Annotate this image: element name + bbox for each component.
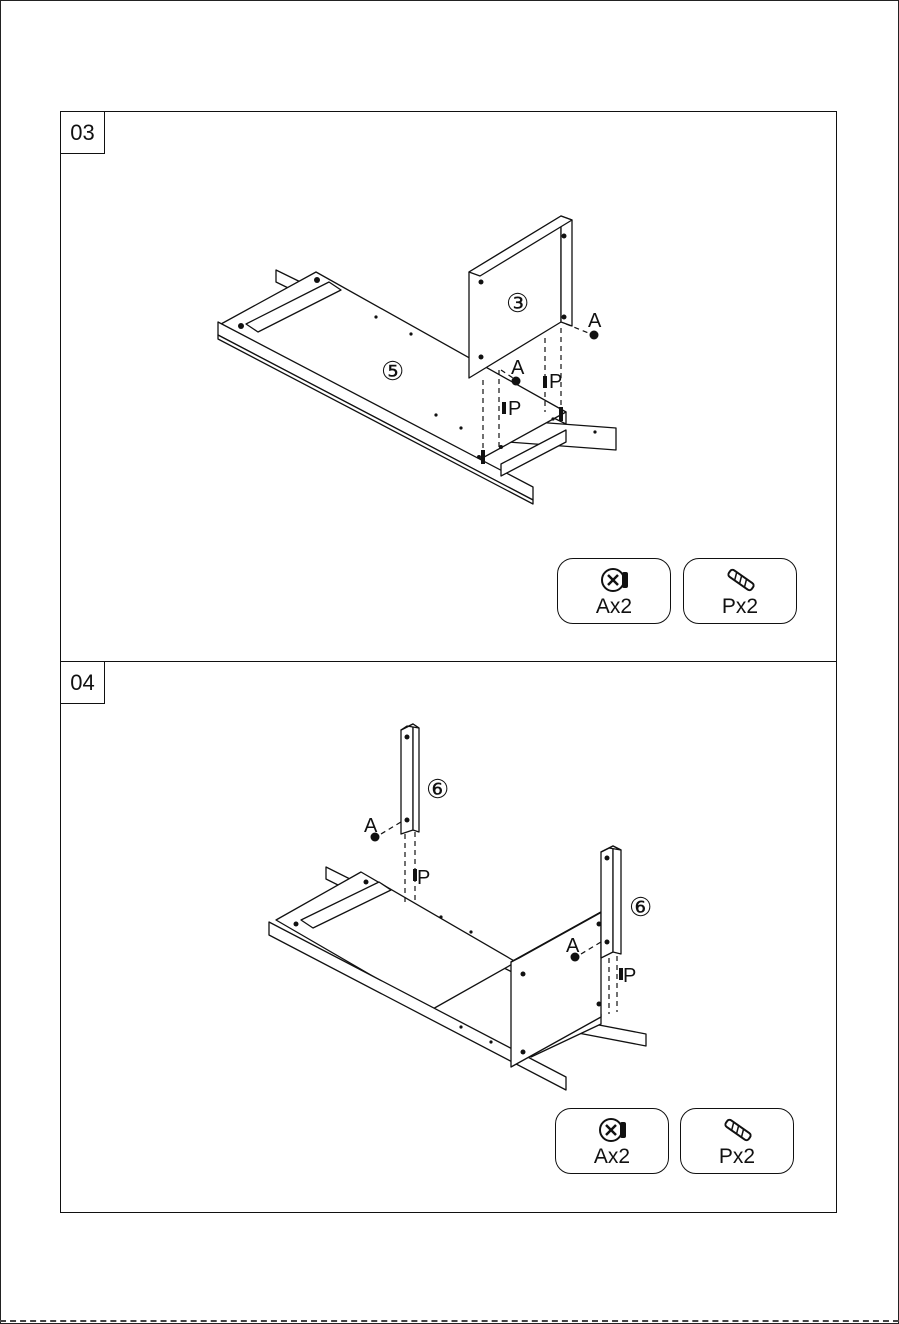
cam-lock-icon (596, 1115, 630, 1145)
part-label-6-right: ⑥ (629, 892, 652, 922)
hardware-letter-a-right: A (566, 935, 580, 957)
step-number-03: 03 (61, 112, 105, 154)
hardware-letter-a-center: A (511, 357, 525, 379)
dowel-icon (721, 1115, 755, 1145)
cam-lock-quantity: Ax2 (556, 1145, 668, 1169)
part-label-3: ③ (506, 288, 529, 318)
hardware-letter-p-right: P (623, 965, 636, 987)
part-label-5: ⑤ (381, 356, 404, 386)
hardware-letter-a-right: A (588, 310, 602, 332)
cam-lock-quantity: Ax2 (558, 595, 670, 619)
hardware-box-dowel: Px2 (683, 558, 797, 624)
part-label-6-left: ⑥ (426, 774, 449, 804)
dowel-quantity: Px2 (681, 1145, 793, 1169)
cam-lock-icon (598, 565, 632, 595)
hardware-letter-a-left: A (364, 815, 378, 837)
step-panel-03: ③ ⑤ A A P P 03 Ax2 Px2 (60, 111, 837, 662)
hardware-box-cam-lock: Ax2 (555, 1108, 669, 1174)
hardware-box-dowel: Px2 (680, 1108, 794, 1174)
cut-line (0, 1320, 899, 1322)
hardware-letter-p-left: P (417, 867, 430, 889)
dowel-icon (724, 565, 758, 595)
hardware-letter-p-right: P (549, 371, 562, 393)
step-number-04: 04 (61, 662, 105, 704)
hardware-box-cam-lock: Ax2 (557, 558, 671, 624)
dowel-quantity: Px2 (684, 595, 796, 619)
step-panel-04: ⑥ ⑥ A A P P 04 Ax2 Px2 (60, 661, 837, 1213)
hardware-letter-p-left: P (508, 398, 521, 420)
